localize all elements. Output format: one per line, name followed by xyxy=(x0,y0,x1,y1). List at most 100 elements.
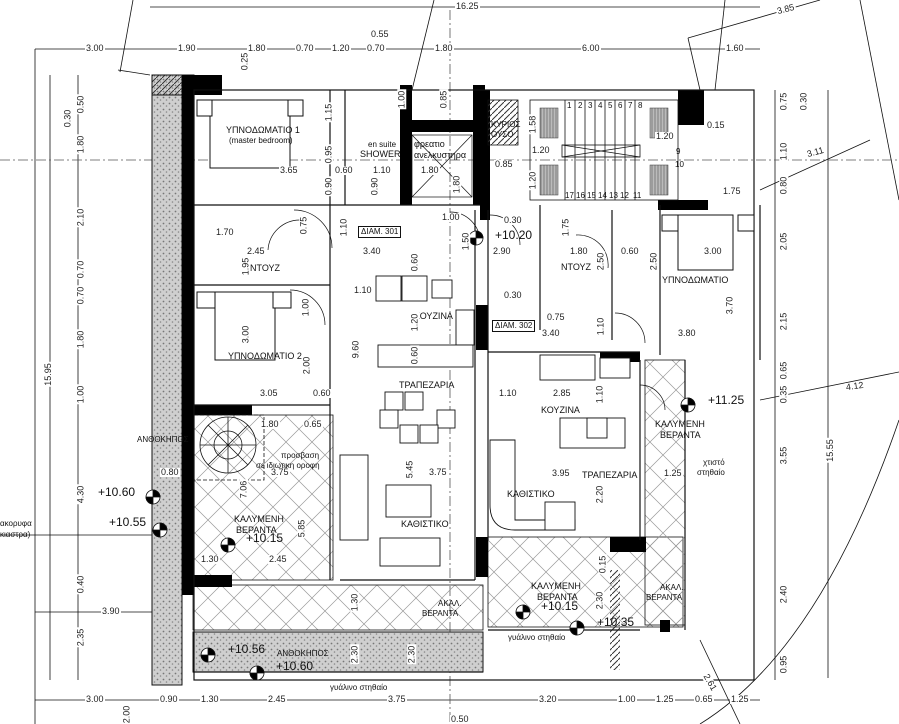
dim-left-6: 1.80 xyxy=(75,329,86,350)
dim-158: 1.58 xyxy=(527,114,538,135)
dim-left-9: 0.40 xyxy=(75,574,86,595)
dim-706: 7.06 xyxy=(238,479,249,500)
stair-step-9: 9 xyxy=(676,147,681,156)
dim-075b: 0.75 xyxy=(546,312,566,322)
stair-step-12: 12 xyxy=(620,191,629,200)
dim-bottom-9: 1.25 xyxy=(730,694,750,704)
stair-step-11: 11 xyxy=(633,191,642,200)
dim-545: 5.45 xyxy=(404,459,415,480)
level-1015b: +10.15 xyxy=(541,599,579,613)
dim-right-015: 0.15 xyxy=(706,120,726,130)
dim-060d: 0.60 xyxy=(312,388,332,398)
room-dining2-label: ΤΡΑΠΕΖΑΡΙΑ xyxy=(582,470,638,480)
dim-250b: 2.50 xyxy=(648,251,659,272)
dim-960: 9.60 xyxy=(350,339,361,360)
room-bedroom2-label: ΥΠΝΟΔΩΜΑΤΙΟ 2 xyxy=(228,351,302,361)
glass-rail-label-2: γυάλινο στηθαίο xyxy=(508,633,566,642)
dim-200a: 2.00 xyxy=(301,355,312,376)
open-veranda-2-label-2: ΒΕΡΑΝΤΑ xyxy=(646,593,683,602)
dim-300b: 3.00 xyxy=(703,246,723,256)
dim-top-055: 0.55 xyxy=(370,29,390,39)
level-1035: +10.35 xyxy=(597,615,635,629)
dim-380: 3.80 xyxy=(677,328,697,338)
dim-bottom-0: 3.00 xyxy=(85,694,105,704)
room-bedroom1-sublabel: (master bedroom) xyxy=(229,136,293,145)
dim-175: 1.75 xyxy=(560,217,571,238)
roof-access-label-2: σε ιδιωτικη οροφη xyxy=(256,461,320,470)
dim-120c: 1.20 xyxy=(527,170,538,191)
roof-access-label-1: προσβαση xyxy=(281,451,320,460)
veranda-left-label-1: ΚΑΛΥΜΕΝΗ xyxy=(234,514,284,524)
level-1015a: +10.15 xyxy=(246,531,284,545)
dim-left-3: 2.10 xyxy=(75,207,86,228)
vertical-note-2: κιαστρα) xyxy=(0,530,31,539)
level-1055: +10.55 xyxy=(109,515,147,529)
dim-top-7: 6.00 xyxy=(581,43,601,53)
dim-top-4: 1.20 xyxy=(331,43,351,53)
dim-left-2: 1.80 xyxy=(75,134,86,155)
dim-left-total: 15.95 xyxy=(42,362,53,387)
dim-left-4: 0.70 xyxy=(75,259,86,280)
stair-step-17: 17 xyxy=(565,191,574,200)
dim-290: 2.90 xyxy=(492,246,512,256)
dim-bottom-2: 1.30 xyxy=(200,694,220,704)
dim-175b: 1.75 xyxy=(722,186,742,196)
veranda-right-label-2: ΒΕΡΑΝΤΑ xyxy=(660,430,701,440)
dim-180a: 1.80 xyxy=(420,165,440,175)
dim-230c: 2.30 xyxy=(406,644,417,665)
dim-340b: 3.40 xyxy=(541,328,561,338)
dim-bottom-5: 3.20 xyxy=(538,694,558,704)
dim-085b: 0.85 xyxy=(494,159,514,169)
dim-120b: 1.20 xyxy=(531,145,551,155)
dim-375a: 3.75 xyxy=(270,467,290,477)
dim-left-0: 0.50 xyxy=(75,94,86,115)
dim-395: 3.95 xyxy=(551,468,571,478)
dim-065: 0.65 xyxy=(303,419,323,429)
dim-220: 2.20 xyxy=(594,484,605,505)
room-ensuite-label: en suite xyxy=(368,140,397,149)
dim-bottom-6: 1.00 xyxy=(617,694,637,704)
shaft-label-2: ΟΥΣΟ xyxy=(491,130,514,139)
dim-top-5: 0.70 xyxy=(366,43,386,53)
dim-right-7: 0.35 xyxy=(778,384,789,405)
stair-step-4: 4 xyxy=(598,101,603,110)
dim-100c: 1.00 xyxy=(441,212,461,222)
room-living2-label: ΚΑΘΙΣΤΙΚΟ xyxy=(507,489,555,499)
level-1125: +11.25 xyxy=(708,393,745,407)
stair-step-16: 16 xyxy=(576,191,585,200)
dim-100a: 1.00 xyxy=(396,89,407,110)
glass-rail-label-1: γυάλινο στηθαίο xyxy=(330,683,388,692)
dim-left-390: 3.90 xyxy=(101,606,121,616)
dim-bottom-200: 2.00 xyxy=(121,704,132,724)
room-bedroom3-label: ΥΠΝΟΔΩΜΑΤΙΟ xyxy=(662,275,729,285)
dim-370: 3.70 xyxy=(724,295,735,316)
dim-bottom-4: 3.75 xyxy=(387,694,407,704)
room-dining1-label: ΤΡΑΠΕΖΑΡΙΑ xyxy=(399,380,455,390)
apt-302-tag: ΔΙΑΜ. 302 xyxy=(492,320,536,332)
dim-285: 2.85 xyxy=(552,388,572,398)
dim-top-0: 3.00 xyxy=(85,43,105,53)
room-kitchen1-label: ΚΟΥΖΙΝΑ xyxy=(414,311,453,321)
dim-right-10: 0.95 xyxy=(778,654,789,675)
lift-shaft-label-1: φρεατιο xyxy=(414,139,445,149)
dim-right-3: 0.80 xyxy=(778,175,789,196)
dim-060a: 0.60 xyxy=(334,165,354,175)
dim-top-6: 1.80 xyxy=(434,43,454,53)
room-bedroom1-label: ΥΠΝΟΔΩΜΑΤΙΟ 1 xyxy=(226,125,300,135)
stair-step-7: 7 xyxy=(628,101,633,110)
dim-top-1: 1.90 xyxy=(177,43,197,53)
dim-right-1: 0.30 xyxy=(798,91,809,112)
dim-130v: 1.30 xyxy=(349,592,360,613)
stair-step-15: 15 xyxy=(587,191,596,200)
veranda-bottom-label-1: ΚΑΛΥΜΕΝΗ xyxy=(531,581,581,591)
dim-090a: 0.90 xyxy=(323,176,334,197)
stair-step-5: 5 xyxy=(608,101,613,110)
dim-left-1: 0.30 xyxy=(62,108,73,129)
stair-step-6: 6 xyxy=(618,101,623,110)
stair-step-13: 13 xyxy=(609,191,618,200)
dim-305: 3.05 xyxy=(259,388,279,398)
dim-300a: 3.00 xyxy=(240,324,251,345)
dim-110f: 1.10 xyxy=(594,384,605,405)
veranda-right-label-1: ΚΑΛΥΜΕΝΗ xyxy=(655,419,705,429)
